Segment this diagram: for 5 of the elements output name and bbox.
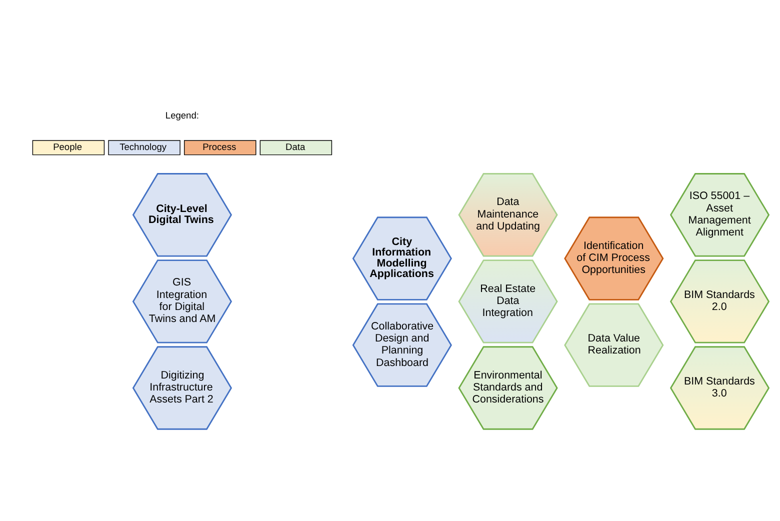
legend-label: People	[53, 142, 82, 152]
legend-label: Process	[202, 142, 236, 152]
legend-label: Data	[286, 142, 306, 152]
legend-label: Technology	[120, 142, 167, 152]
label: Legend:	[165, 110, 199, 121]
